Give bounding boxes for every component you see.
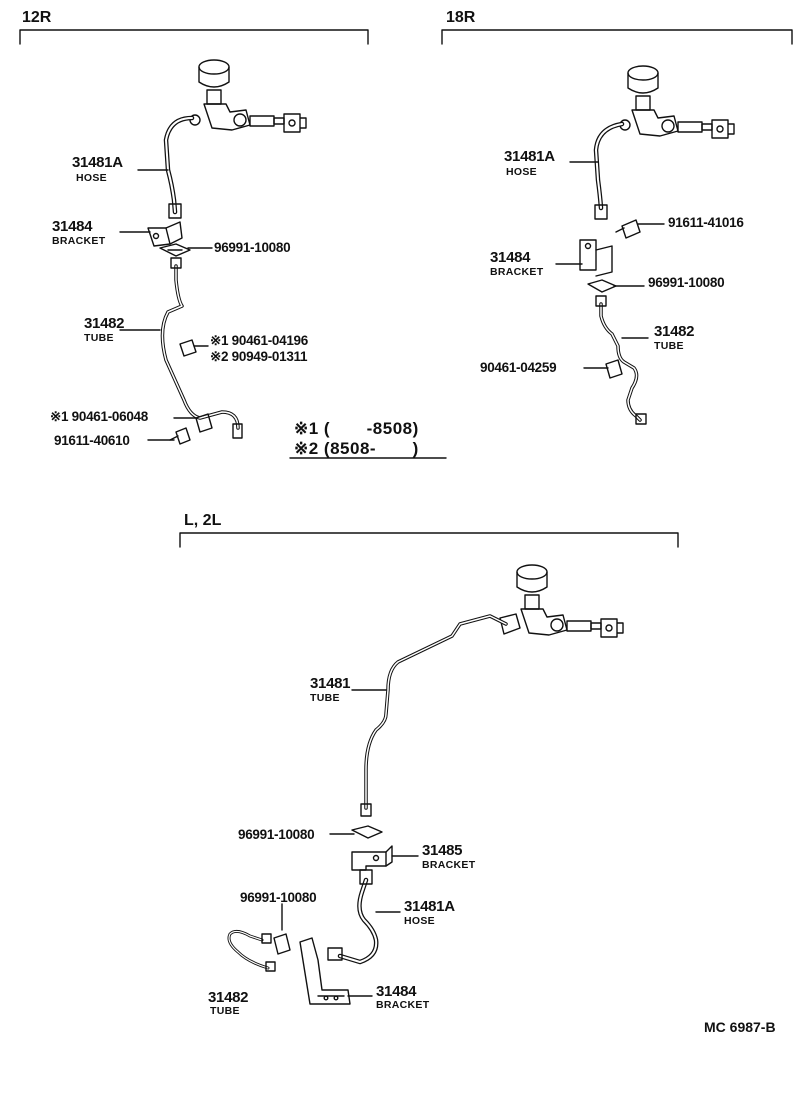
label-18r-bracket-pn: 31484 — [490, 249, 531, 266]
section-title-18r: 18R — [446, 9, 476, 26]
master-cylinder-18r — [619, 65, 735, 139]
section-title-12r: 12R — [22, 9, 52, 26]
tube-12r-nut-top — [170, 257, 182, 269]
label-12r-bracket-pn: 31484 — [52, 218, 93, 235]
label-12r-tube-name: TUBE — [84, 332, 114, 344]
section-bracket-12r — [19, 29, 369, 45]
label-12r-clip-pn: 96991-10080 — [214, 240, 291, 255]
hose-12r — [163, 115, 195, 215]
hose-l2l-inner — [339, 879, 378, 963]
label-18r-bolt-pn: 91611-41016 — [668, 215, 744, 230]
tube-l2l — [364, 614, 508, 810]
label-l2l-clip-pn: 96991-10080 — [238, 827, 315, 842]
clamp-18r — [605, 359, 623, 379]
hose-12r-fitting — [168, 203, 182, 219]
clamp-12r-a — [179, 339, 197, 357]
master-cylinder-12r — [189, 59, 307, 133]
hose-l2l-fitting-end — [327, 947, 343, 961]
label-l2l-bracket-name: BRACKET — [376, 999, 430, 1011]
tube-18r-inner — [600, 303, 641, 421]
tube-18r-nut-top — [595, 295, 607, 307]
label-l2l-tube-pn: 31481 — [310, 675, 351, 692]
section-title-l2l: L, 2L — [184, 512, 222, 529]
hose-18r-inner — [595, 123, 623, 209]
label-18r-tube-name: TUBE — [654, 340, 684, 352]
hose-l2l — [337, 877, 379, 965]
label-18r-hose-pn: 31481A — [504, 148, 555, 165]
tube-l2l-nut — [360, 803, 372, 817]
note-1: ※1 ( -8508) — [294, 419, 419, 438]
label-12r-clamp1: ※1 90461-04196 — [210, 333, 308, 348]
label-l2l-hose-pn: 31481A — [404, 898, 455, 915]
label-l2l-bracket-pn: 31484 — [376, 983, 417, 1000]
label-l2l-tube2-pn: 31482 — [208, 989, 249, 1006]
section-bracket-18r — [441, 29, 793, 45]
label-12r-bracket-name: BRACKET — [52, 235, 106, 247]
label-18r-clamp-pn: 90461-04259 — [480, 360, 557, 375]
figure-reference: MC 6987-B — [704, 1019, 776, 1035]
tube-l2l-inner — [365, 615, 507, 809]
label-12r-bolt-pn: 91611-40610 — [54, 433, 130, 448]
label-l2l-bracket2-pn: 31485 — [422, 842, 463, 859]
tube-l2l-2-nut-a — [261, 933, 272, 944]
label-12r-clamp2: ※2 90949-01311 — [210, 349, 308, 364]
section-bracket-l2l — [179, 532, 679, 548]
label-18r-bracket-name: BRACKET — [490, 266, 544, 278]
label-18r-hose-name: HOSE — [506, 166, 537, 178]
tube-12r-nut-end — [232, 423, 243, 439]
label-12r-tube-pn: 31482 — [84, 315, 125, 332]
clamp-12r-b — [195, 413, 213, 433]
hose-18r-fitting — [594, 204, 608, 220]
tube-l2l-2-nut-b — [265, 961, 276, 972]
label-l2l-tube-name: TUBE — [310, 692, 340, 704]
tube-18r — [599, 302, 642, 422]
clip-l2l — [351, 825, 383, 839]
label-18r-clip-pn: 96991-10080 — [648, 275, 725, 290]
clip-12r — [159, 243, 191, 257]
label-l2l-hose-name: HOSE — [404, 915, 435, 927]
tube-l2l-2-inner — [228, 930, 269, 969]
bolt-18r — [615, 219, 641, 239]
bracket-18r — [579, 239, 613, 277]
label-18r-tube-pn: 31482 — [654, 323, 695, 340]
label-12r-hose-name: HOSE — [76, 172, 107, 184]
bracket-l2l-31485 — [351, 845, 393, 871]
bracket-l2l-31484 — [299, 937, 351, 1005]
tube-18r-nut-end — [635, 413, 647, 425]
label-l2l-clip2-pn: 96991-10080 — [240, 890, 317, 905]
clip-18r — [587, 279, 617, 293]
master-cylinder-l2l — [499, 564, 624, 638]
label-12r-hose-pn: 31481A — [72, 154, 123, 171]
clip-l2l-2 — [273, 933, 291, 955]
tube-12r-inner — [161, 265, 239, 429]
label-l2l-bracket2-name: BRACKET — [422, 859, 476, 871]
note-2: ※2 (8508- ) — [294, 439, 419, 458]
bolt-12r — [169, 427, 191, 445]
bracket-12r — [147, 221, 183, 247]
label-12r-clamp3: ※1 90461-06048 — [50, 409, 148, 424]
hose-l2l-fitting-top — [359, 869, 373, 885]
label-l2l-tube2-name: TUBE — [210, 1005, 240, 1017]
